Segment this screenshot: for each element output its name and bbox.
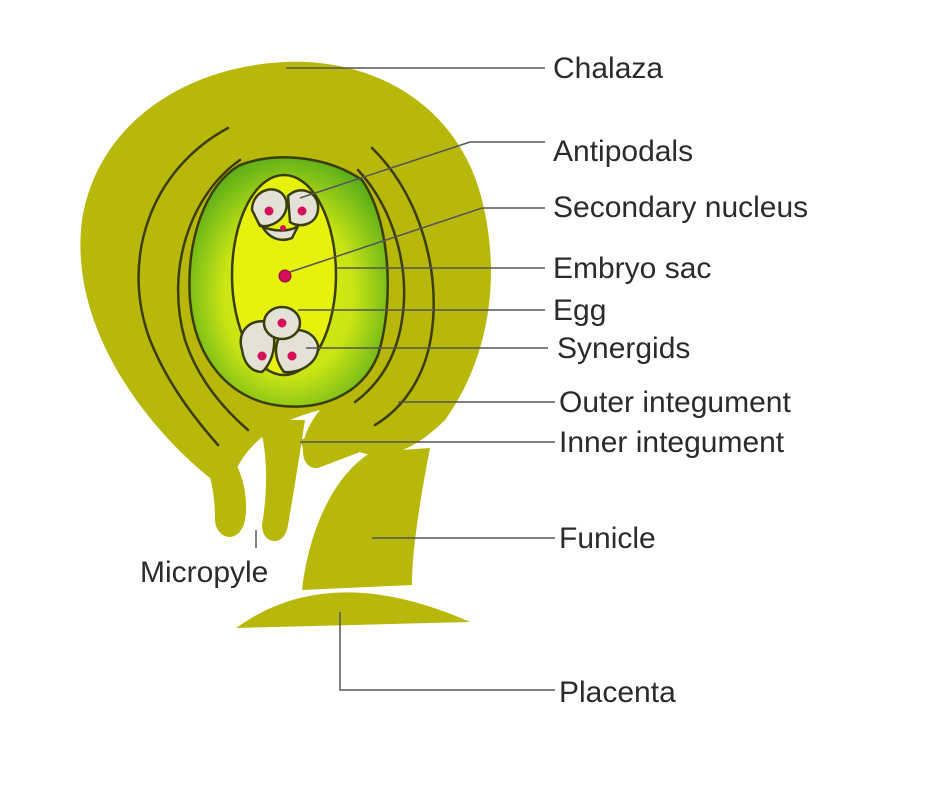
- inner-integument-line-left: [176, 158, 250, 432]
- label-inner-integument: Inner integument: [559, 426, 785, 459]
- label-funicle: Funicle: [559, 522, 656, 555]
- placenta-shape: [236, 592, 470, 628]
- label-micropyle: Micropyle: [140, 556, 268, 589]
- label-placenta: Placenta: [559, 676, 676, 709]
- label-embryo-sac: Embryo sac: [553, 252, 711, 285]
- outer-integument-line-left: [137, 126, 230, 447]
- inner-integument-left-arm: [258, 420, 305, 542]
- label-antipodals: Antipodals: [553, 135, 693, 168]
- leader-placenta: [339, 612, 555, 691]
- label-secondary-nucleus: Secondary nucleus: [553, 191, 808, 224]
- leader-antipodals: [299, 141, 545, 199]
- outer-integument-left-arm: [180, 430, 247, 537]
- leader-secondary-nucleus: [289, 207, 545, 273]
- inner-integument-line-right: [353, 168, 406, 404]
- antipodal-cells: [250, 188, 320, 242]
- label-chalaza: Chalaza: [553, 52, 663, 85]
- label-outer-integument: Outer integument: [559, 386, 791, 419]
- egg-apparatus: [239, 305, 320, 374]
- label-egg: Egg: [553, 294, 606, 327]
- label-synergids: Synergids: [557, 332, 690, 365]
- secondary-nucleus: [278, 269, 292, 283]
- inner-integument-right-arm: [300, 410, 382, 466]
- funicle-shape: [302, 448, 430, 590]
